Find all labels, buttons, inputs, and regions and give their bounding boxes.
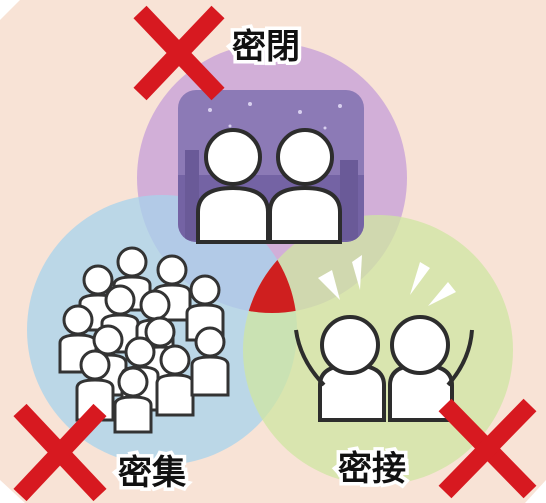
cross-mark-icon [438, 398, 537, 499]
label-closed: 密閉 [232, 27, 300, 67]
cross-mark-icon [133, 5, 225, 101]
cross-mark-icon [13, 403, 107, 502]
two-people-indoors-icon [178, 90, 364, 244]
label-close-contact: 密接 [338, 449, 406, 489]
two-people-cheering-icon [294, 255, 474, 422]
label-crowded: 密集 [118, 453, 186, 493]
crowd-icon [58, 246, 230, 434]
